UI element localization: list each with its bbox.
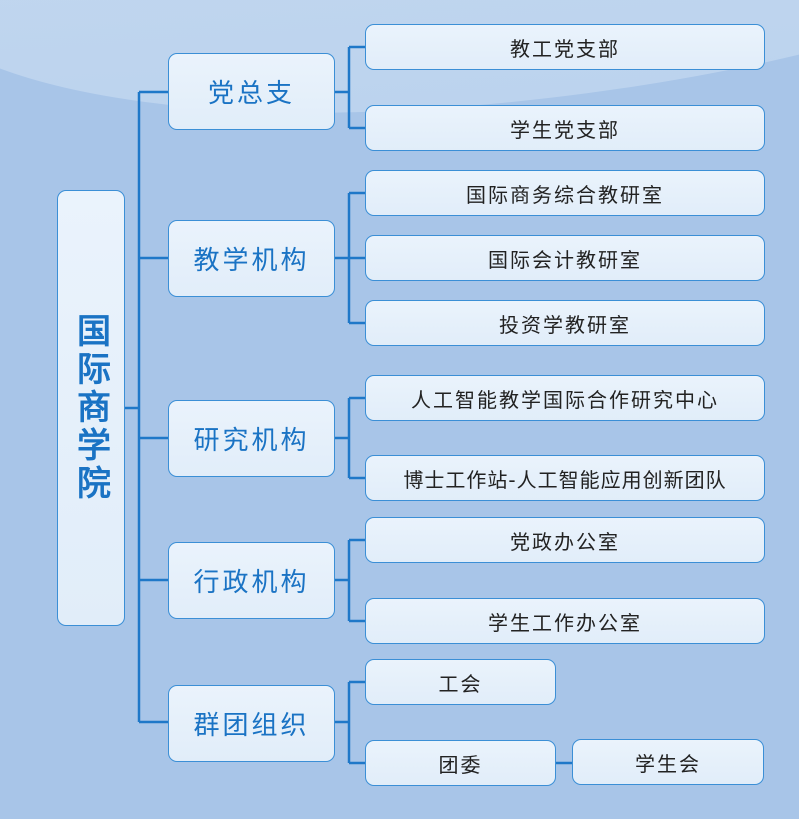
node-research: 研究机构: [168, 400, 335, 477]
node-administration: 行政机构: [168, 542, 335, 619]
leaf-node: 投资学教研室: [365, 300, 765, 346]
root-label: 国际商学院: [70, 313, 111, 503]
leaf-node: 学生党支部: [365, 105, 765, 151]
node-label: 行政机构: [193, 568, 310, 598]
node-label: 党总支: [207, 79, 295, 109]
leaf-label: 团委: [438, 752, 483, 777]
leaf-label: 教工党支部: [510, 36, 620, 61]
leaf-node: 团委: [365, 740, 556, 786]
leaf-label: 博士工作站-人工智能应用创新团队: [403, 467, 727, 492]
leaf-label: 国际商务综合教研室: [466, 182, 664, 207]
leaf-label: 投资学教研室: [499, 312, 631, 337]
leaf-label: 党政办公室: [510, 529, 620, 554]
leaf-node: 教工党支部: [365, 24, 765, 70]
node-label: 研究机构: [193, 426, 310, 456]
leaf-label: 学生党支部: [510, 117, 620, 142]
leaf-label: 国际会计教研室: [488, 247, 642, 272]
leaf-node: 党政办公室: [365, 517, 765, 563]
leaf-node: 学生工作办公室: [365, 598, 765, 644]
node-mass-organizations: 群团组织: [168, 685, 335, 762]
leaf-label: 学生会: [635, 751, 701, 776]
leaf-node: 国际会计教研室: [365, 235, 765, 281]
leaf-label: 工会: [438, 671, 483, 696]
node-party-branch: 党总支: [168, 53, 335, 130]
node-label: 群团组织: [193, 711, 310, 741]
leaf-node: 人工智能教学国际合作研究中心: [365, 375, 765, 421]
node-teaching: 教学机构: [168, 220, 335, 297]
leaf-node-student-union: 学生会: [572, 739, 764, 785]
root-node: 国际商学院: [57, 190, 125, 626]
leaf-node: 博士工作站-人工智能应用创新团队: [365, 455, 765, 501]
leaf-node: 工会: [365, 659, 556, 705]
leaf-node: 国际商务综合教研室: [365, 170, 765, 216]
leaf-label: 学生工作办公室: [488, 610, 642, 635]
leaf-label: 人工智能教学国际合作研究中心: [411, 387, 719, 412]
node-label: 教学机构: [193, 246, 310, 276]
